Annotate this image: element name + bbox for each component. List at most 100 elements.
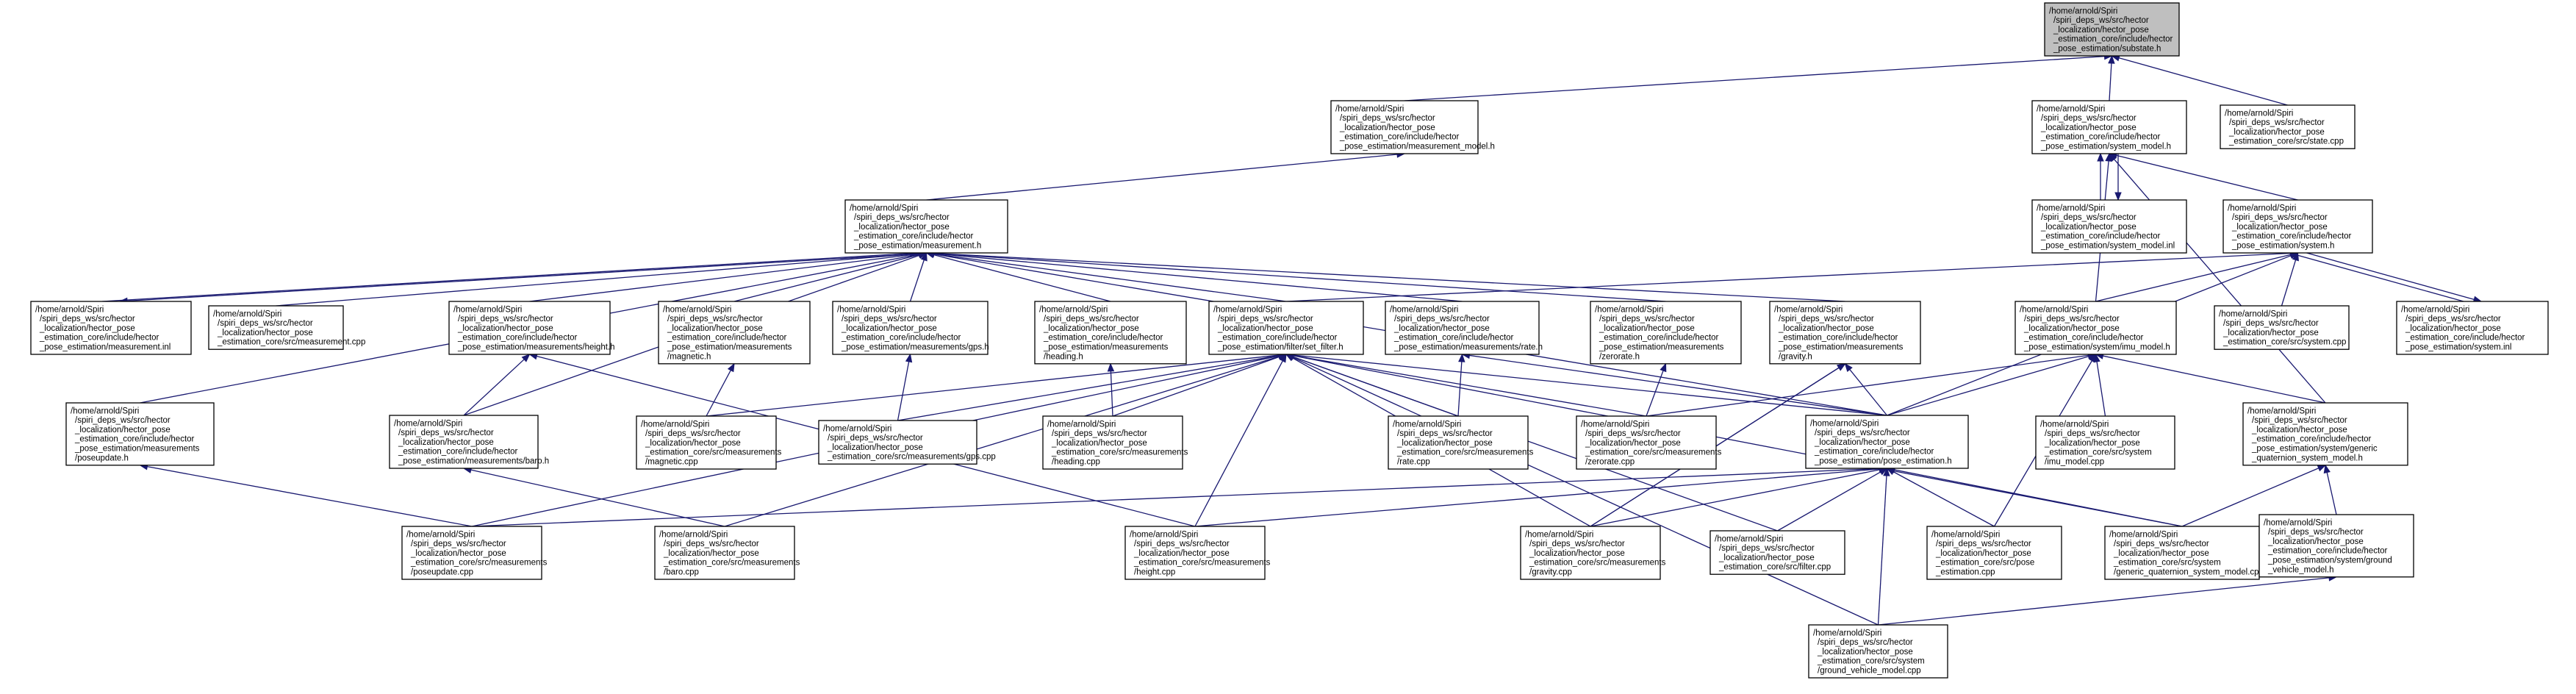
node-baro-h[interactable]: /home/arnold/Spiri/spiri_deps_ws/src/hec… bbox=[389, 415, 549, 469]
node-gps-h[interactable]: /home/arnold/Spiri/spiri_deps_ws/src/hec… bbox=[832, 301, 989, 355]
node-box[interactable] bbox=[389, 415, 539, 469]
node-box[interactable] bbox=[2214, 305, 2350, 350]
node-box[interactable] bbox=[818, 420, 977, 465]
node-system-model-h[interactable]: /home/arnold/Spiri/spiri_deps_ws/src/hec… bbox=[2031, 100, 2187, 154]
node-measurement-h[interactable]: /home/arnold/Spiri/spiri_deps_ws/src/hec… bbox=[844, 199, 1008, 254]
node-box[interactable] bbox=[401, 526, 542, 580]
node-gravity-cpp[interactable]: /home/arnold/Spiri/spiri_deps_ws/src/hec… bbox=[1520, 526, 1666, 580]
node-magnetic-h[interactable]: /home/arnold/Spiri/spiri_deps_ws/src/hec… bbox=[658, 301, 811, 365]
node-ground-vehicle-model-h[interactable]: /home/arnold/Spiri/spiri_deps_ws/src/hec… bbox=[2259, 514, 2414, 578]
node-heading-cpp[interactable]: /home/arnold/Spiri/spiri_deps_ws/src/hec… bbox=[1042, 415, 1188, 470]
node-box[interactable] bbox=[832, 301, 989, 355]
node-pose-estimation-cpp[interactable]: /home/arnold/Spiri/spiri_deps_ws/src/hec… bbox=[1926, 526, 2062, 580]
node-rate-h[interactable]: /home/arnold/Spiri/spiri_deps_ws/src/hec… bbox=[1385, 301, 1543, 355]
node-ground-vehicle-model-cpp[interactable]: /home/arnold/Spiri/spiri_deps_ws/src/hec… bbox=[1808, 624, 1948, 679]
node-measurement-model-h[interactable]: /home/arnold/Spiri/spiri_deps_ws/src/hec… bbox=[1330, 100, 1495, 154]
node-label-line: _pose_estimation/substate.h bbox=[2053, 45, 2161, 54]
node-box[interactable] bbox=[2396, 301, 2549, 355]
node-box[interactable] bbox=[1042, 415, 1183, 470]
edge-poseupdate_cpp-to-pose_estimation_h bbox=[471, 468, 1880, 527]
node-baro-cpp[interactable]: /home/arnold/Spiri/spiri_deps_ws/src/hec… bbox=[654, 526, 800, 580]
node-height-cpp[interactable]: /home/arnold/Spiri/spiri_deps_ws/src/hec… bbox=[1124, 526, 1271, 580]
node-height-h[interactable]: /home/arnold/Spiri/spiri_deps_ws/src/hec… bbox=[448, 301, 615, 355]
node-box[interactable] bbox=[2044, 2, 2180, 57]
node-gps-cpp[interactable]: /home/arnold/Spiri/spiri_deps_ws/src/hec… bbox=[818, 420, 996, 465]
node-box[interactable] bbox=[658, 301, 811, 365]
node-box[interactable] bbox=[2031, 199, 2187, 254]
node-label-line: _pose_estimation/filter/set_filter.h bbox=[1217, 343, 1343, 352]
node-filter-cpp[interactable]: /home/arnold/Spiri/spiri_deps_ws/src/hec… bbox=[1709, 530, 1845, 575]
node-label-line: _localization/hector_pose bbox=[2040, 124, 2136, 132]
arrowhead-generic_quaternion_system_model_cpp-to-generic_quaternion_system_model_h bbox=[2317, 465, 2327, 472]
node-box[interactable] bbox=[2222, 199, 2373, 254]
node-magnetic-cpp[interactable]: /home/arnold/Spiri/spiri_deps_ws/src/hec… bbox=[636, 415, 782, 470]
node-box[interactable] bbox=[1926, 526, 2062, 580]
node-box[interactable] bbox=[1034, 301, 1187, 365]
node-box[interactable] bbox=[1805, 415, 1969, 469]
node-measurement-inl[interactable]: /home/arnold/Spiri/spiri_deps_ws/src/hec… bbox=[30, 301, 192, 355]
node-poseupdate-cpp[interactable]: /home/arnold/Spiri/spiri_deps_ws/src/hec… bbox=[401, 526, 548, 580]
node-label-line: /spiri_deps_ws/src/hector bbox=[398, 429, 494, 437]
node-label-line: /home/arnold/Spiri bbox=[2049, 7, 2117, 15]
node-label-line: _estimation_core/src/system bbox=[2113, 559, 2221, 568]
node-system-model-inl[interactable]: /home/arnold/Spiri/spiri_deps_ws/src/hec… bbox=[2031, 199, 2187, 254]
node-generic-quaternion-system-model-h[interactable]: /home/arnold/Spiri/spiri_deps_ws/src/hec… bbox=[2242, 402, 2408, 466]
node-box[interactable] bbox=[1709, 530, 1845, 575]
node-box[interactable] bbox=[1388, 415, 1529, 470]
node-set-filter-h[interactable]: /home/arnold/Spiri/spiri_deps_ws/src/hec… bbox=[1208, 301, 1364, 355]
node-label-line: /ground_vehicle_model.cpp bbox=[1818, 667, 1921, 676]
node-label-line: _estimation_core/src/system bbox=[2044, 448, 2152, 457]
node-box[interactable] bbox=[2035, 415, 2175, 470]
node-label-line: _localization/hector_pose bbox=[2251, 426, 2347, 434]
node-label-line: /home/arnold/Spiri bbox=[659, 530, 728, 539]
node-poseupdate-h[interactable]: /home/arnold/Spiri/spiri_deps_ws/src/hec… bbox=[65, 402, 215, 466]
node-box[interactable] bbox=[2220, 104, 2356, 149]
node-system-cpp[interactable]: /home/arnold/Spiri/spiri_deps_ws/src/hec… bbox=[2214, 305, 2350, 350]
node-box[interactable] bbox=[448, 301, 611, 355]
node-label-line: _estimation_core/include/hector bbox=[667, 334, 787, 343]
node-gravity-h[interactable]: /home/arnold/Spiri/spiri_deps_ws/src/hec… bbox=[1769, 301, 1921, 365]
node-box[interactable] bbox=[2259, 514, 2414, 578]
node-box[interactable] bbox=[2242, 402, 2408, 466]
node-label-line: _pose_estimation/system/imu_model.h bbox=[2023, 343, 2170, 352]
node-box[interactable] bbox=[2104, 526, 2260, 580]
node-heading-h[interactable]: /home/arnold/Spiri/spiri_deps_ws/src/hec… bbox=[1034, 301, 1187, 365]
node-imu-model-cpp[interactable]: /home/arnold/Spiri/spiri_deps_ws/src/hec… bbox=[2035, 415, 2175, 470]
node-box[interactable] bbox=[1590, 301, 1742, 365]
node-zerorate-h[interactable]: /home/arnold/Spiri/spiri_deps_ws/src/hec… bbox=[1590, 301, 1742, 365]
node-box[interactable] bbox=[844, 199, 1008, 254]
node-box[interactable] bbox=[1124, 526, 1266, 580]
node-imu-model-h[interactable]: /home/arnold/Spiri/spiri_deps_ws/src/hec… bbox=[2014, 301, 2177, 355]
node-box[interactable] bbox=[65, 402, 215, 466]
node-box[interactable] bbox=[1808, 624, 1948, 679]
node-label-line: _pose_estimation/system.inl bbox=[2405, 343, 2511, 352]
node-label-line: _localization/hector_pose bbox=[2044, 439, 2140, 448]
node-state-cpp[interactable]: /home/arnold/Spiri/spiri_deps_ws/src/hec… bbox=[2220, 104, 2356, 149]
node-system-h[interactable]: /home/arnold/Spiri/spiri_deps_ws/src/hec… bbox=[2222, 199, 2373, 254]
node-generic-quaternion-system-model-cpp[interactable]: /home/arnold/Spiri/spiri_deps_ws/src/hec… bbox=[2104, 526, 2264, 580]
edge-measurement_h-to-measurement_model_h bbox=[926, 154, 1398, 201]
node-label-line: /home/arnold/Spiri bbox=[1390, 305, 1458, 314]
node-zerorate-cpp[interactable]: /home/arnold/Spiri/spiri_deps_ws/src/hec… bbox=[1576, 415, 1722, 470]
node-box[interactable] bbox=[1576, 415, 1717, 470]
node-rate-cpp[interactable]: /home/arnold/Spiri/spiri_deps_ws/src/hec… bbox=[1388, 415, 1534, 470]
node-label-line: /home/arnold/Spiri bbox=[1813, 629, 1881, 637]
node-box[interactable] bbox=[1385, 301, 1540, 355]
node-label-line: _pose_estimation/measurements/rate.h bbox=[1393, 343, 1543, 352]
node-system-inl[interactable]: /home/arnold/Spiri/spiri_deps_ws/src/hec… bbox=[2396, 301, 2549, 355]
node-box[interactable] bbox=[208, 305, 344, 350]
node-box[interactable] bbox=[636, 415, 777, 470]
node-box[interactable] bbox=[2031, 100, 2187, 154]
node-label-line: _estimation_core/include/hector bbox=[1339, 133, 1460, 142]
node-label-line: _localization/hector_pose bbox=[1043, 324, 1139, 333]
node-measurement-cpp[interactable]: /home/arnold/Spiri/spiri_deps_ws/src/hec… bbox=[208, 305, 365, 350]
node-box[interactable] bbox=[1330, 100, 1479, 154]
node-box[interactable] bbox=[1208, 301, 1364, 355]
node-box[interactable] bbox=[30, 301, 192, 355]
node-box[interactable] bbox=[1769, 301, 1921, 365]
node-box[interactable] bbox=[654, 526, 795, 580]
node-box[interactable] bbox=[2014, 301, 2177, 355]
node-substate-h[interactable]: /home/arnold/Spiri/spiri_deps_ws/src/hec… bbox=[2044, 2, 2180, 57]
node-box[interactable] bbox=[1520, 526, 1661, 580]
node-pose-estimation-h[interactable]: /home/arnold/Spiri/spiri_deps_ws/src/hec… bbox=[1805, 415, 1969, 469]
